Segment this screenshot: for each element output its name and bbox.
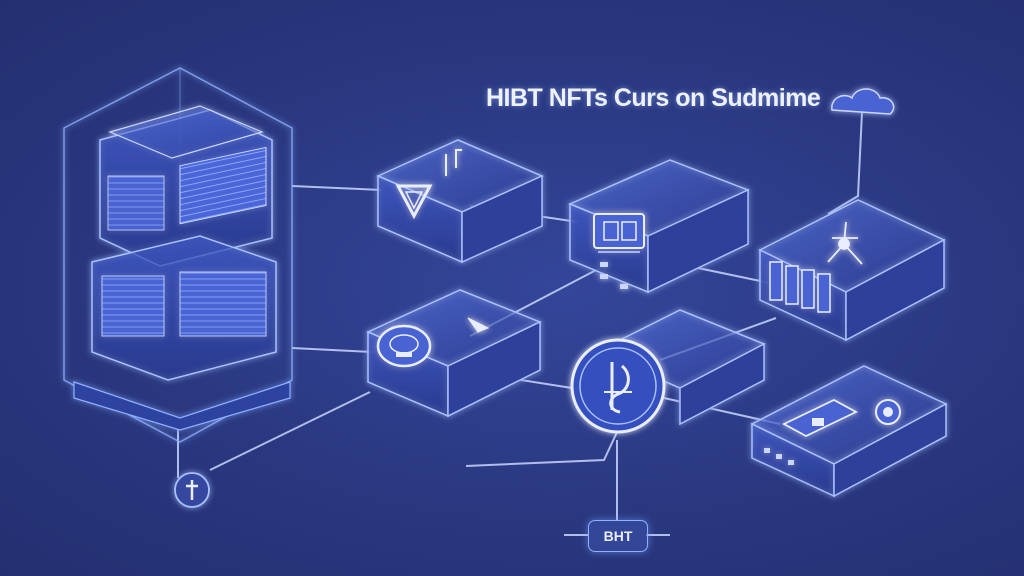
connector-coin-bottom — [465, 429, 619, 467]
antenna-module-side — [845, 238, 945, 342]
token-module — [366, 289, 542, 418]
warning-triangle-icon — [395, 184, 433, 220]
coin-node — [570, 309, 766, 434]
diagram-title: HIBT NFTs Curs on Sudmime — [486, 84, 821, 112]
connector-pin-token — [209, 391, 371, 471]
device-ports — [764, 448, 794, 465]
device-module-side — [833, 402, 947, 498]
connector-server-warning — [291, 185, 383, 191]
chip-module-feet — [600, 262, 628, 289]
coin-icon — [570, 338, 666, 434]
coin-platform-side — [679, 342, 765, 426]
nft-token-icon — [376, 324, 432, 368]
antenna-module — [758, 199, 946, 342]
server-screen-1 — [179, 146, 267, 225]
server-screen-4 — [179, 271, 267, 337]
server-base — [73, 381, 291, 431]
server-screen-3 — [101, 275, 165, 337]
chip-module — [568, 159, 750, 294]
circuit-chip-icon — [593, 213, 645, 253]
connector-server-token — [291, 347, 373, 353]
wand-icon — [445, 149, 462, 176]
hardware-device-icon — [782, 398, 901, 438]
cloud-icon — [831, 88, 895, 115]
warning-module-side — [461, 174, 543, 264]
chip-module-side — [647, 188, 749, 294]
pin-icon — [186, 480, 198, 500]
server-screen-2 — [107, 175, 165, 231]
pin-node — [174, 472, 210, 508]
cursor-arrow-icon — [467, 317, 490, 333]
satellite-antenna-icon — [827, 221, 863, 265]
server-blades-icon — [769, 261, 831, 313]
warning-module — [376, 139, 544, 264]
device-module — [750, 365, 948, 498]
token-module-side — [447, 320, 541, 418]
bht-badge: BHT — [588, 520, 648, 552]
server-unit-top-lid — [108, 105, 264, 159]
connector-cloud-antenna — [827, 111, 863, 215]
server-stack — [63, 67, 293, 443]
